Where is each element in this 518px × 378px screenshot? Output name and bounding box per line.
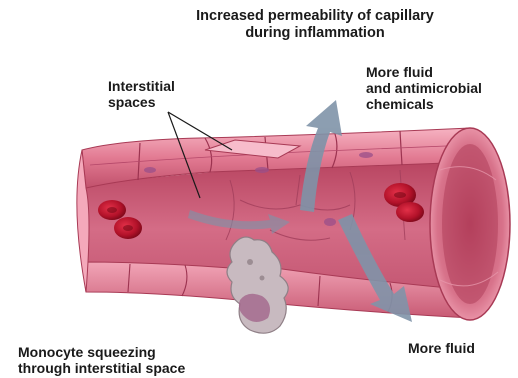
label-line: through interstitial space: [18, 360, 185, 376]
diagram-title: Increased permeability of capillary duri…: [150, 8, 480, 42]
title-line-1: Increased permeability of capillary: [150, 8, 480, 25]
label-line: spaces: [108, 94, 175, 110]
capillary-vessel: [77, 128, 510, 320]
label-interstitial-spaces: Interstitial spaces: [108, 78, 175, 110]
label-line: and antimicrobial: [366, 80, 482, 96]
label-line: Monocyte squeezing: [18, 344, 185, 360]
label-line: Interstitial: [108, 78, 175, 94]
label-monocyte: Monocyte squeezing through interstitial …: [18, 344, 185, 376]
label-line: More fluid: [366, 64, 482, 80]
label-line: chemicals: [366, 96, 482, 112]
title-line-2: during inflammation: [150, 25, 480, 42]
label-line: More fluid: [408, 340, 475, 356]
red-blood-cell: [396, 202, 424, 222]
label-more-fluid: More fluid: [408, 340, 475, 356]
label-more-fluid-chemicals: More fluid and antimicrobial chemicals: [366, 64, 482, 112]
